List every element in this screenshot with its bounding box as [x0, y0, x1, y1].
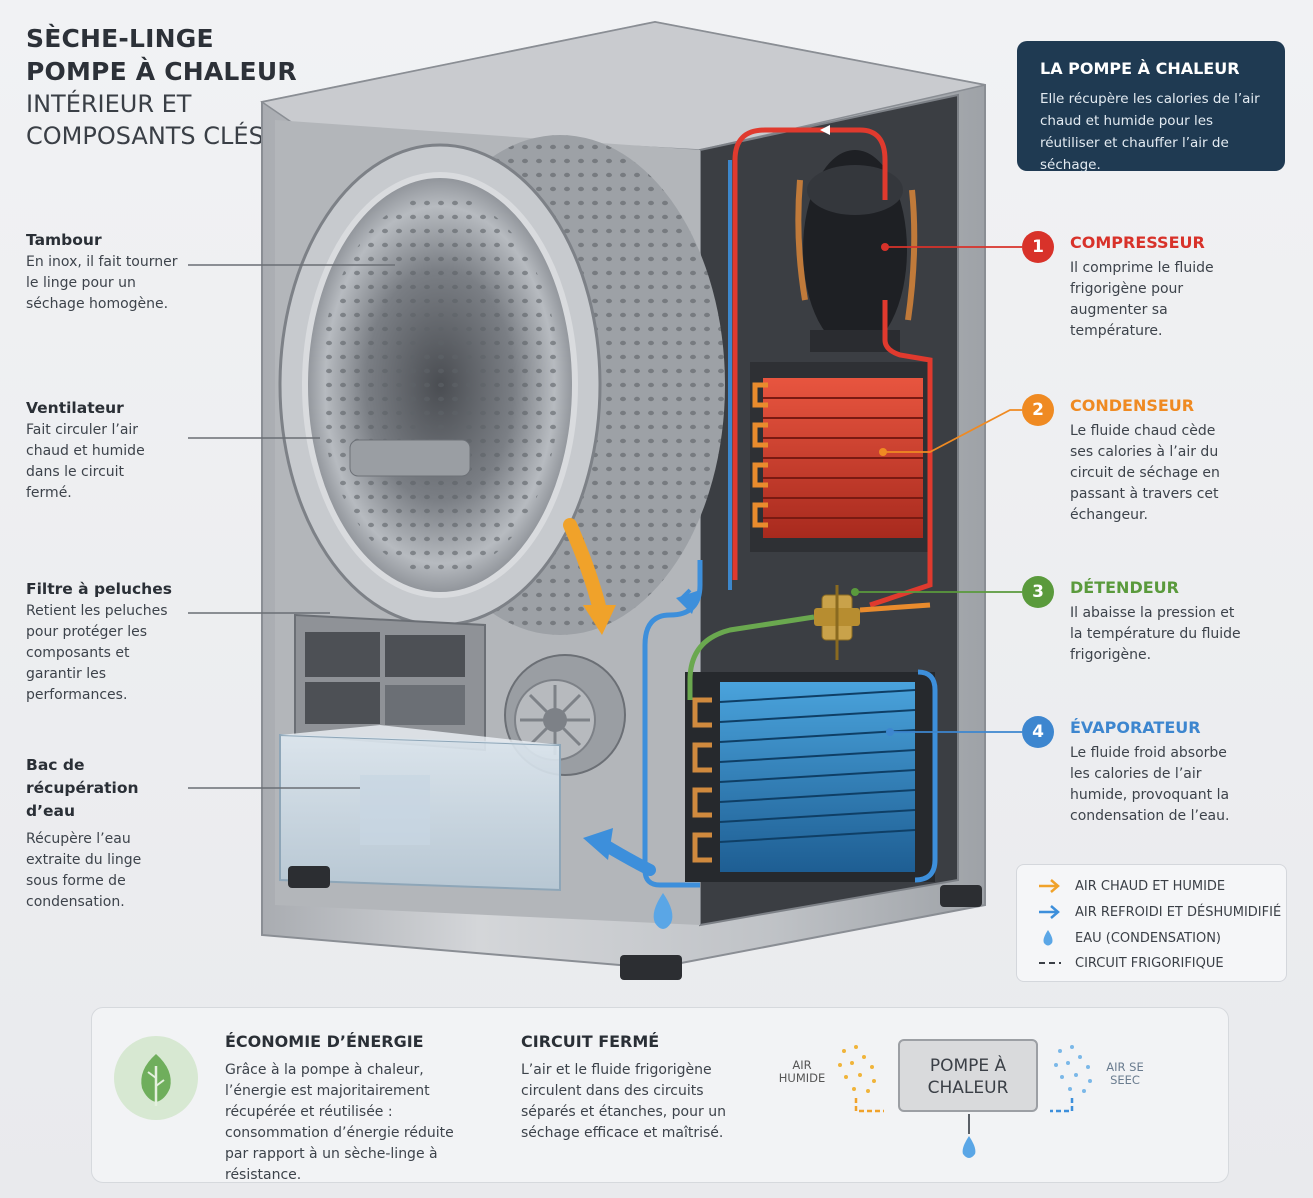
legend-item-water: EAU (CONDENSATION) — [1037, 927, 1221, 949]
legend-item-refrigerant: CIRCUIT FRIGORIFIQUE — [1037, 952, 1224, 974]
component-compresseur-heading: COMPRESSEUR — [1070, 233, 1205, 252]
heat-pump-box: POMPE À CHALEUR — [898, 1039, 1038, 1112]
circuit-heading: CIRCUIT FERMÉ — [521, 1032, 660, 1051]
component-condenseur-text: Le fluide chaud cède ses calories à l’ai… — [1070, 423, 1220, 523]
badge-4: 4 — [1022, 716, 1054, 748]
dashed-line-icon — [1037, 952, 1063, 974]
air-in-label: AIR HUMIDE — [772, 1059, 832, 1085]
legend: AIR CHAUD ET HUMIDE AIR REFROIDI ET DÉSH… — [1016, 864, 1287, 982]
warm-air-particles-icon — [838, 1045, 884, 1113]
component-evaporateur-heading: ÉVAPORATEUR — [1070, 718, 1201, 737]
blue-arrow-icon — [1037, 901, 1063, 923]
water-drop-icon — [1037, 927, 1063, 949]
label-tambour-heading: Tambour — [26, 231, 102, 249]
component-evaporateur-text: Le fluide froid absorbe les calories de … — [1070, 745, 1230, 824]
label-bac-heading: Bac de récupération d’eau — [26, 756, 139, 820]
label-filtre-text: Retient les peluches pour protéger les c… — [26, 603, 168, 703]
info-box-heading: LA POMPE À CHALEUR — [1040, 59, 1240, 78]
badge-2: 2 — [1022, 394, 1054, 426]
title-line-2: POMPE À CHALEUR — [26, 57, 297, 86]
leaf-badge — [114, 1036, 198, 1120]
component-detendeur-text: Il abaisse la pression et la température… — [1070, 605, 1241, 663]
legend-label-refrigerant: CIRCUIT FRIGORIFIQUE — [1075, 955, 1224, 971]
heat-pump-line-2: CHALEUR — [927, 1078, 1009, 1098]
legend-label-water: EAU (CONDENSATION) — [1075, 930, 1221, 946]
label-ventilateur-text: Fait circuler l’air chaud et humide dans… — [26, 422, 145, 501]
title-line-3: INTÉRIEUR ET — [26, 90, 192, 118]
condensation-drop-icon — [962, 1114, 976, 1158]
legend-label-cool-air: AIR REFROIDI ET DÉSHUMIDIFIÉ — [1075, 904, 1282, 920]
legend-label-hot-air: AIR CHAUD ET HUMIDE — [1075, 878, 1226, 894]
energy-text: Grâce à la pompe à chaleur, l’énergie es… — [225, 1062, 454, 1183]
leaf-icon — [141, 1054, 171, 1106]
badge-1: 1 — [1022, 231, 1054, 263]
label-filtre: Filtre à peluches Retient les peluches p… — [26, 578, 196, 706]
circuit-text: L’air et le fluide frigorigène circulent… — [521, 1062, 726, 1141]
label-bac-text: Récupère l’eau extraite du linge sous fo… — [26, 831, 142, 910]
bottom-info-panel: ÉCONOMIE D’ÉNERGIE Grâce à la pompe à ch… — [91, 1007, 1229, 1183]
label-tambour: Tambour En inox, il fait tourner le ling… — [26, 229, 196, 315]
cool-air-particles-icon — [1050, 1045, 1092, 1113]
info-box-text: Elle récupère les calories de l’air chau… — [1040, 91, 1260, 173]
component-detendeur-heading: DÉTENDEUR — [1070, 578, 1179, 597]
label-filtre-heading: Filtre à peluches — [26, 580, 172, 598]
energy-heading: ÉCONOMIE D’ÉNERGIE — [225, 1032, 424, 1051]
page-title: SÈCHE-LINGE POMPE À CHALEUR INTÉRIEUR ET… — [26, 22, 297, 152]
heat-pump-info-box: LA POMPE À CHALEUR Elle récupère les cal… — [1017, 41, 1285, 173]
air-in-line-2: HUMIDE — [778, 1071, 826, 1085]
title-line-4: COMPOSANTS CLÉS — [26, 122, 264, 150]
air-out-label: AIR SE SEEC — [1098, 1061, 1152, 1087]
title-line-1: SÈCHE-LINGE — [26, 24, 214, 53]
label-bac: Bac de récupération d’eau Récupère l’eau… — [26, 754, 196, 913]
air-out-line-1: AIR SE — [1106, 1060, 1144, 1074]
air-out-line-2: SEEC — [1110, 1073, 1140, 1087]
badge-3: 3 — [1022, 576, 1054, 608]
orange-arrow-icon — [1037, 875, 1063, 897]
heat-pump-line-1: POMPE À — [929, 1056, 1007, 1076]
air-in-line-1: AIR — [792, 1058, 812, 1072]
label-tambour-text: En inox, il fait tourner le linge pour u… — [26, 254, 178, 312]
component-compresseur-text: Il comprime le fluide frigorigène pour a… — [1070, 260, 1214, 339]
legend-item-cool-air: AIR REFROIDI ET DÉSHUMIDIFIÉ — [1037, 901, 1281, 923]
component-condenseur-heading: CONDENSEUR — [1070, 396, 1195, 415]
legend-item-hot-air: AIR CHAUD ET HUMIDE — [1037, 875, 1225, 897]
label-ventilateur: Ventilateur Fait circuler l’air chaud et… — [26, 397, 196, 504]
label-ventilateur-heading: Ventilateur — [26, 399, 124, 417]
